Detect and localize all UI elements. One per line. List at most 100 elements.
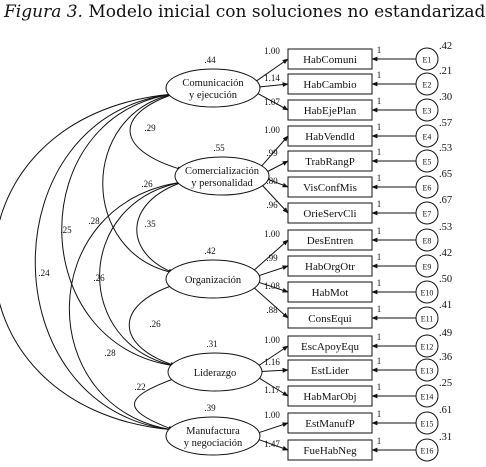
loading-value: 1.00 (264, 125, 280, 135)
indicator-label: HabCambio (303, 79, 357, 91)
indicator-label: DesEntren (307, 235, 354, 247)
error-weight: 1 (377, 304, 382, 314)
covariance-value: .26 (149, 319, 161, 329)
error-weight: 1 (377, 382, 382, 392)
loading-value: 1.00 (264, 229, 280, 239)
indicator-box (287, 125, 373, 147)
indicator-label: TrabRangP (305, 156, 355, 168)
loading-value: 1.00 (264, 46, 280, 56)
indicator-box (287, 385, 373, 407)
indicator-box (287, 281, 373, 303)
error-term-circle (415, 358, 439, 382)
error-weight: 1 (377, 199, 382, 209)
loading-path (258, 377, 289, 397)
error-term-circle (415, 280, 439, 304)
loading-path (261, 367, 289, 373)
loading-value: 1.08 (264, 281, 280, 291)
error-term-label: E1 (423, 56, 432, 65)
loading-path (253, 239, 289, 271)
loading-path (261, 135, 289, 167)
factor-r2: .55 (213, 143, 225, 153)
indicator-box (287, 150, 373, 172)
indicator-r2: .53 (439, 222, 452, 233)
covariance-arc (129, 90, 184, 171)
error-term-circle (415, 306, 439, 330)
factor-label: Comunicación (182, 78, 244, 89)
error-term-label: E11 (421, 315, 434, 324)
indicator-box (287, 255, 373, 277)
error-term-label: E3 (423, 107, 432, 116)
indicator-box (287, 99, 373, 121)
error-term-label: E10 (421, 289, 434, 298)
error-term-circle (415, 72, 439, 96)
indicator-r2: .42 (439, 248, 452, 259)
indicator-desentren: DesEntren E8 .53 (287, 222, 452, 252)
loading-value: .88 (266, 305, 278, 315)
loading-value: 1.14 (264, 73, 280, 83)
covariance-arc (136, 178, 189, 274)
loading-value: .99 (266, 148, 278, 158)
indicator-box (287, 359, 373, 381)
indicator-box (287, 176, 373, 198)
error-term-circle (415, 254, 439, 278)
loading-path (258, 422, 289, 434)
indicator-box (287, 307, 373, 329)
indicator-label: VisConfMis (303, 182, 357, 194)
loading-value: 1.16 (264, 357, 280, 367)
loading-value: .80 (266, 176, 278, 186)
indicator-r2: .61 (439, 405, 452, 416)
loading-value: 1.17 (264, 385, 280, 395)
error-weight: 1 (377, 173, 382, 183)
factor-ellipse (174, 156, 270, 196)
covariance-value: .26 (141, 179, 153, 189)
covariance-arc (0, 91, 180, 432)
covariance-arc (99, 178, 189, 368)
indicator-r2: .41 (439, 300, 452, 311)
indicator-r2: .31 (439, 432, 452, 443)
loading-path (255, 58, 289, 82)
factor-label: Comercialización (185, 166, 260, 177)
factor-r2: .39 (204, 403, 216, 413)
error-weight: 1 (377, 278, 382, 288)
error-term-label: E15 (421, 420, 434, 429)
figure-label: Figura 3. (4, 2, 83, 22)
covariance-value: .35 (144, 219, 156, 229)
covariance-value: .24 (38, 268, 50, 278)
indicator-r2: .53 (439, 143, 452, 154)
indicator-label: HabEjePlan (304, 105, 357, 117)
loading-value: .99 (266, 253, 278, 263)
covariance-value: .28 (104, 348, 116, 358)
covariance-value: .25 (60, 225, 72, 235)
factor-ellipse (167, 352, 263, 392)
error-term-circle (415, 438, 439, 462)
indicator-label: ConsEqui (308, 313, 351, 325)
factor-r2: .42 (204, 246, 215, 256)
error-weight: 1 (377, 356, 382, 366)
error-term-label: E16 (421, 447, 434, 456)
loading-path (267, 178, 289, 188)
loading-path (258, 345, 289, 367)
error-term-label: E2 (423, 81, 432, 90)
indicator-box (287, 412, 373, 434)
loading-value: 1.00 (264, 335, 280, 345)
covariance-value: .22 (134, 382, 145, 392)
factor-label: Organización (185, 275, 242, 286)
covariance-arc (128, 281, 180, 367)
loading-value: 1.47 (264, 439, 280, 449)
indicator-fuehabneg: FueHabNeg E16 .31 (287, 432, 452, 462)
error-term-label: E8 (423, 237, 432, 246)
loading-value: 1.00 (264, 410, 280, 420)
factor-label: y negociación (184, 438, 243, 449)
error-term-circle (415, 124, 439, 148)
indicator-label: FueHabNeg (303, 445, 357, 457)
covariance-value: .28 (88, 216, 100, 226)
indicator-label: HabVendld (305, 131, 355, 143)
indicator-r2: .57 (439, 118, 452, 129)
